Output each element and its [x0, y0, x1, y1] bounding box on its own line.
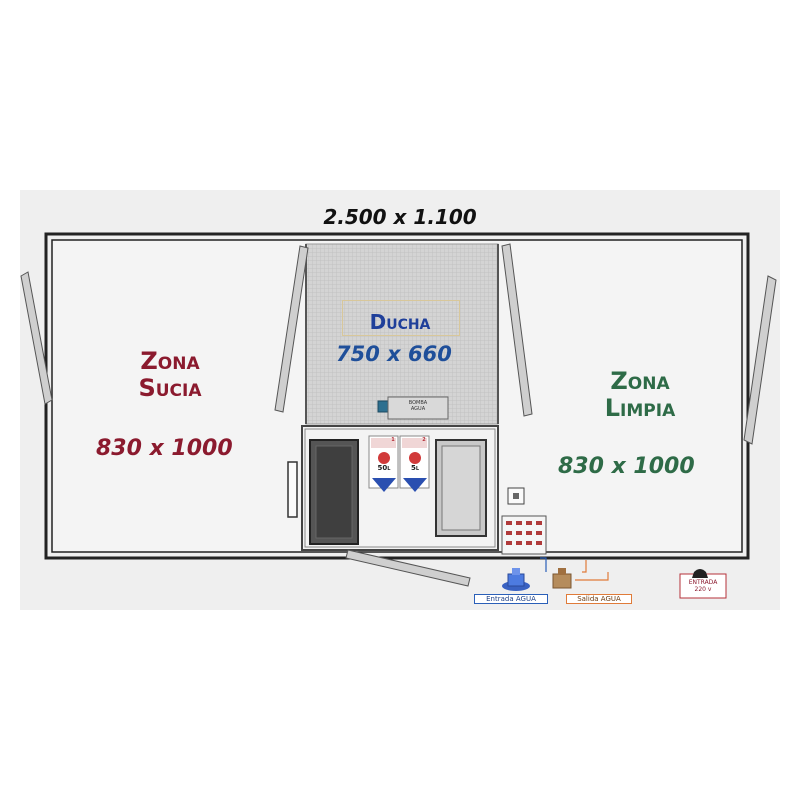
zona-limpia-label: Zona Limpia	[585, 368, 695, 422]
power-inlet-line2: 220 v	[694, 586, 712, 593]
zona-sucia-label: Zona Sucia	[105, 348, 235, 402]
water-heater-1-capacity-value: 50	[377, 464, 388, 472]
water-heater-2-number: 2	[422, 437, 426, 443]
door-right	[435, 439, 487, 537]
zona-sucia-size: 830 x 1000	[96, 436, 233, 461]
swing-doors	[20, 243, 777, 587]
water-heater-1-capacity: 50L	[371, 464, 397, 472]
power-inlet-line1: ENTRADA	[688, 579, 718, 586]
switch-icon	[507, 487, 525, 505]
power-inlet-label: ENTRADA 220 v	[682, 579, 724, 593]
water-outlet-icon	[552, 568, 572, 589]
water-heater-2-capacity-value: 5	[410, 464, 416, 472]
water-pump-icon	[377, 396, 449, 420]
water-heater-1-number: 1	[391, 437, 395, 443]
shower-area	[305, 243, 499, 425]
zona-sucia-line1: Zona	[140, 347, 200, 375]
pump-label-line1: BOMBA	[408, 400, 428, 406]
pump-label: BOMBA AGUA	[396, 400, 440, 412]
zona-limpia-size: 830 x 1000	[558, 454, 695, 479]
zona-limpia-line2: Limpia	[604, 394, 676, 422]
water-inlet-icon	[502, 568, 530, 591]
water-outlet-label: Salida AGUA	[566, 594, 632, 604]
pump-label-line2: AGUA	[410, 406, 426, 412]
water-pipes	[540, 557, 609, 581]
ducha-name: Ducha	[369, 310, 431, 334]
ducha-label-frame	[342, 300, 460, 336]
door-left	[287, 439, 359, 545]
water-heater-1-icon	[368, 435, 399, 492]
power-inlet-icon	[679, 569, 727, 599]
water-heater-2-unit: L	[415, 466, 420, 472]
overall-dimensions: 2.500 x 1.100	[323, 205, 477, 229]
water-heater-2-capacity: 5L	[402, 464, 428, 472]
electrical-panel-icon	[501, 515, 547, 555]
ducha-size: 750 x 660	[336, 342, 452, 366]
zona-limpia-line1: Zona	[610, 367, 670, 395]
ducha-label: Ducha	[342, 309, 458, 337]
zona-sucia-line2: Sucia	[138, 374, 202, 402]
water-heater-2-icon	[399, 435, 430, 492]
water-inlet-label: Entrada AGUA	[474, 594, 548, 604]
water-heater-1-unit: L	[387, 466, 391, 472]
